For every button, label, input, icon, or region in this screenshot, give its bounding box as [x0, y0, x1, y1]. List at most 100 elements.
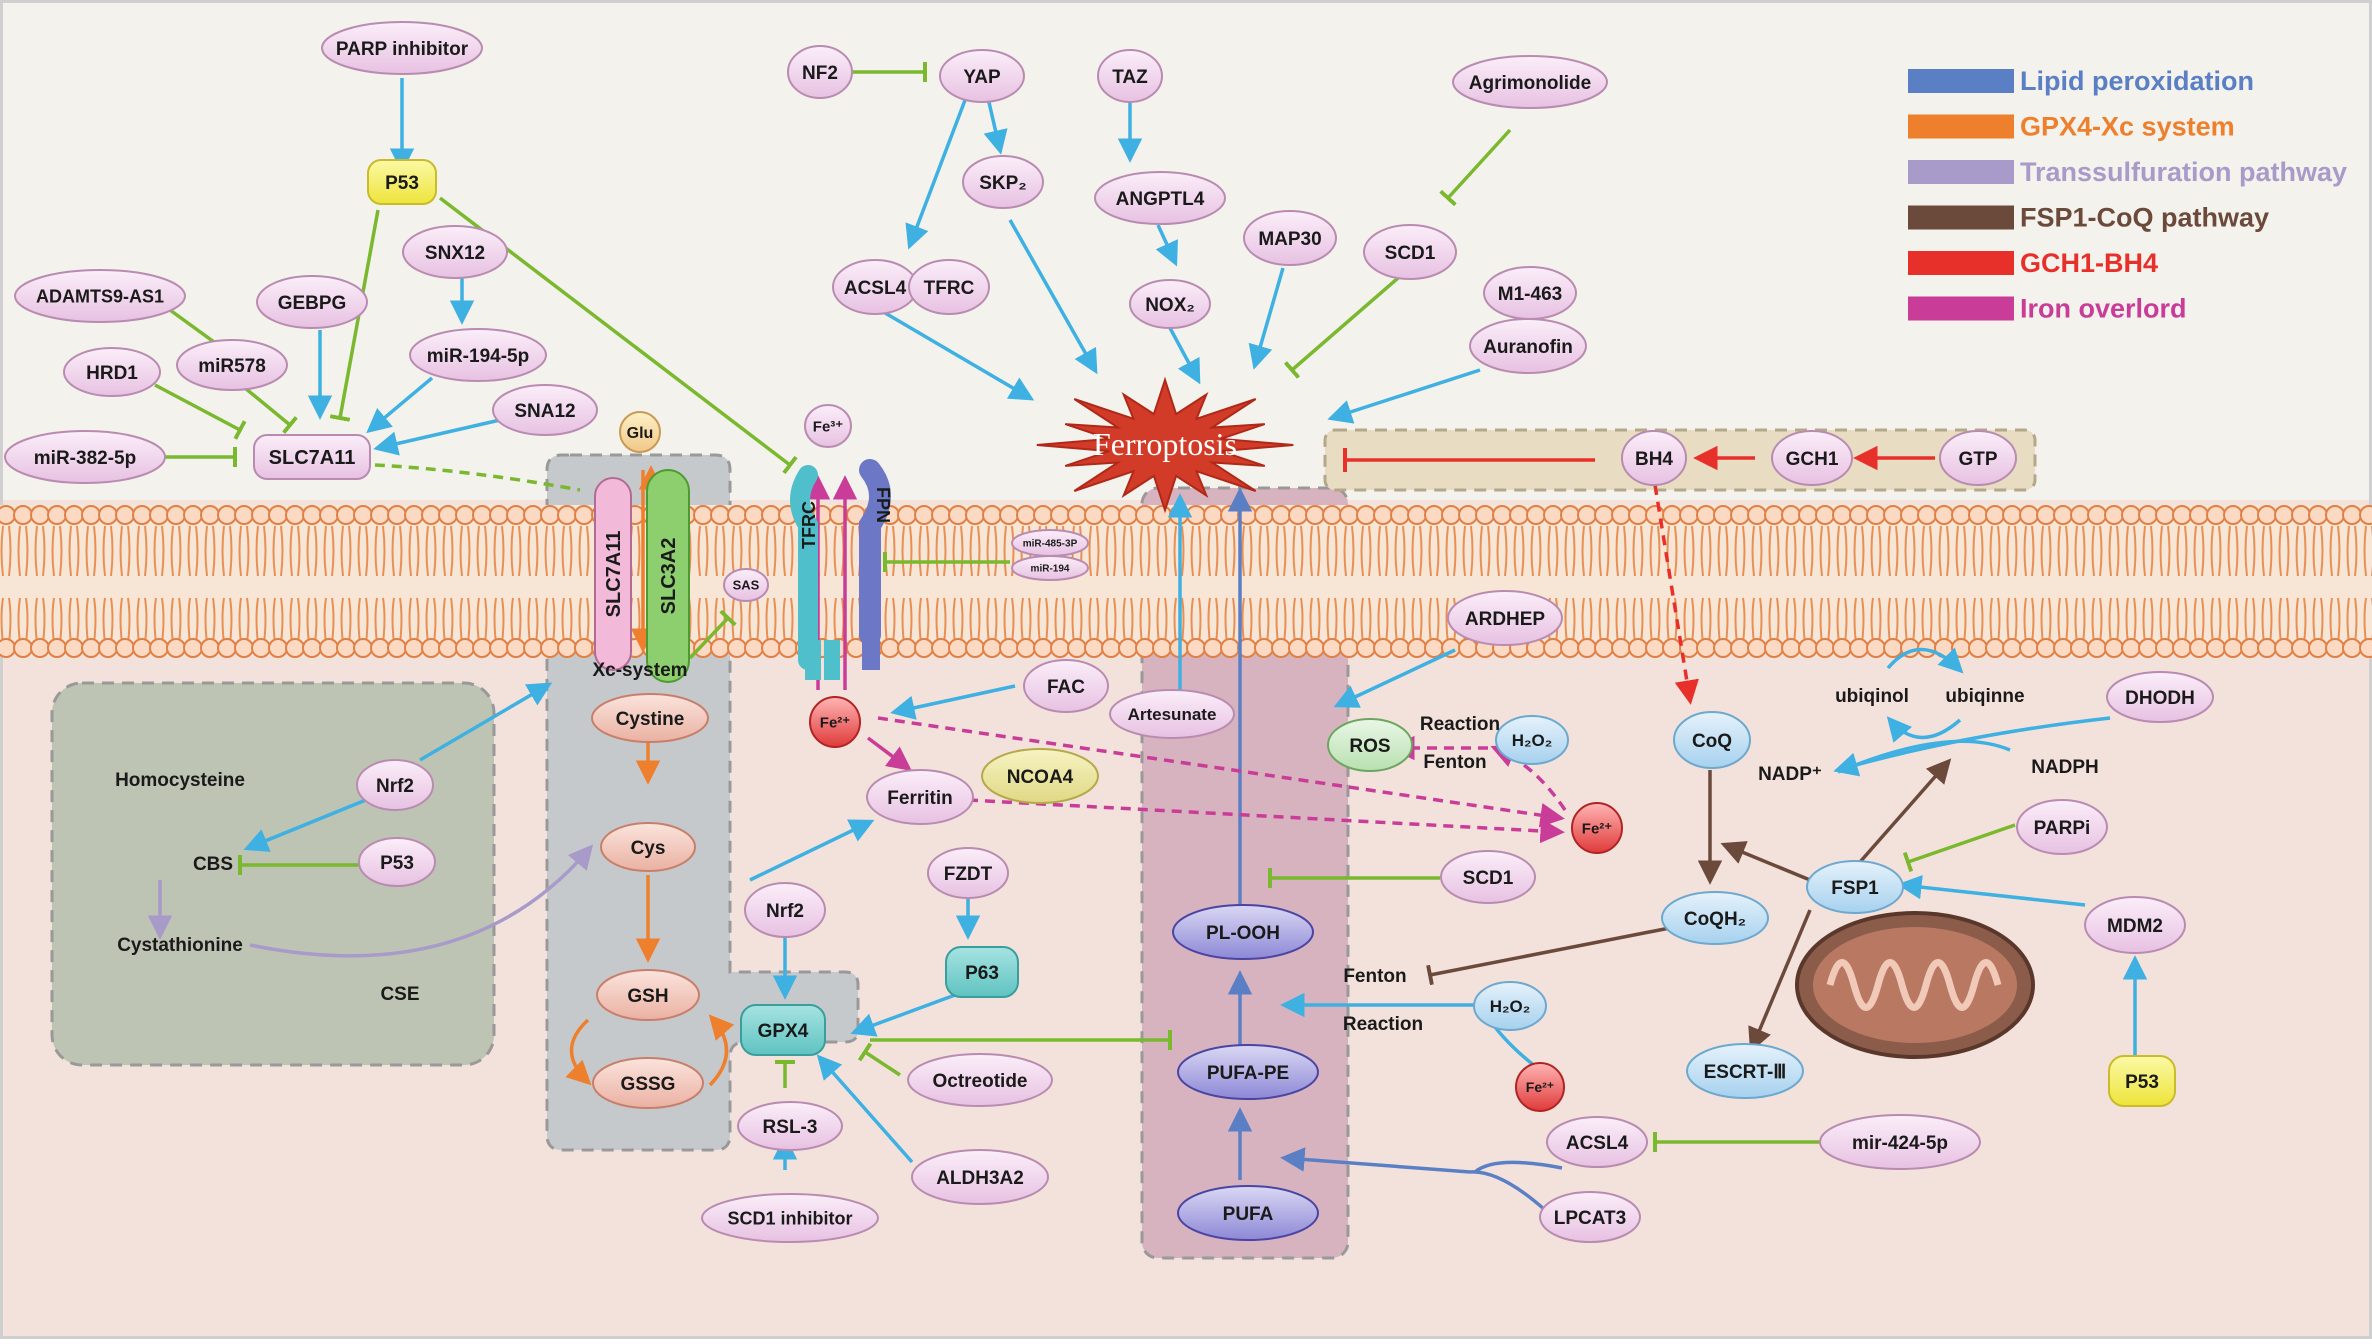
node-label: Artesunate: [1128, 705, 1217, 724]
node-label: RSL-3: [763, 1117, 818, 1138]
node-label: PARPi: [2034, 818, 2091, 839]
node-scd1-inhibitor: SCD1 inhibitor: [701, 1193, 879, 1243]
node-label: M1-463: [1498, 284, 1562, 305]
legend-item: GPX4-Xc system: [1908, 112, 2235, 142]
nadph-arc: [1837, 739, 2011, 774]
legend-label: Lipid peroxidation: [2020, 66, 2254, 96]
node-mir194-5p: miR-194-5p: [409, 328, 547, 382]
node-label: Ferritin: [887, 788, 952, 809]
node-label: Agrimonolide: [1469, 73, 1591, 94]
svg-text:FPN: FPN: [873, 487, 893, 523]
node-label: SCD1 inhibitor: [728, 1208, 853, 1228]
node-gssg: GSSG: [592, 1057, 704, 1109]
node-label: P53: [385, 173, 419, 194]
ubiqinne-to-ubiqinol: [1886, 716, 1962, 743]
node-ferritin: Ferritin: [866, 769, 974, 825]
label-nadph: NADPH: [2031, 757, 2099, 778]
label-cystathionine: Cystathionine: [117, 935, 243, 956]
sna12-to-slc7a11: [373, 418, 501, 456]
node-label: PUFA: [1223, 1204, 1274, 1225]
node-label: miR578: [198, 356, 266, 377]
node-snx12: SNX12: [402, 225, 508, 279]
node-label: GCH1: [1786, 449, 1839, 470]
legend-swatch: [1908, 114, 2014, 139]
node-nrf2-left: Nrf2: [356, 759, 434, 811]
node-label: PUFA-PE: [1207, 1063, 1289, 1084]
node-p53-right: P53: [2108, 1055, 2176, 1107]
node-label: SLC7A11: [269, 447, 356, 469]
label-fenton-top: Fenton: [1423, 752, 1486, 773]
node-label: H₂O₂: [1490, 997, 1531, 1016]
node-taz: TAZ: [1097, 49, 1163, 103]
node-label: GPX4: [758, 1021, 809, 1042]
node-fac: FAC: [1023, 659, 1109, 713]
label-reaction-top: Reaction: [1420, 714, 1500, 735]
node-h2o2-low: H₂O₂: [1473, 981, 1547, 1031]
node-label: CoQH₂: [1684, 909, 1746, 930]
fe2-to-fe2-mid: [877, 716, 1565, 828]
coqh2-inhibits-lipox: [1426, 923, 1686, 986]
node-label: TFRC: [924, 278, 975, 299]
node-parpi: PARPi: [2016, 799, 2108, 855]
ardhep-to-ros: [1333, 648, 1456, 708]
nrf2-to-xc: [419, 682, 553, 762]
node-pl-ooh: PL-OOH: [1172, 904, 1314, 960]
node-slc7a11-top: SLC7A11: [253, 434, 371, 480]
node-label: ACSL4: [1566, 1133, 1629, 1154]
node-label: SAS: [733, 578, 760, 593]
parpi-inhibits-fsp1: [1902, 823, 2016, 873]
svg-text:SLC7A11: SLC7A11: [603, 531, 625, 618]
node-label: LPCAT3: [1554, 1208, 1626, 1229]
tfrc-receptor: TFRC: [790, 465, 840, 680]
node-acsl4-low: ACSL4: [1546, 1116, 1648, 1168]
node-label: CoQ: [1692, 731, 1732, 752]
node-label: Fe²⁺: [820, 714, 851, 731]
node-label: NCOA4: [1007, 767, 1074, 788]
node-pufa: PUFA: [1177, 1185, 1319, 1241]
node-label: HRD1: [86, 363, 138, 384]
node-h2o2-top: H₂O₂: [1495, 715, 1569, 765]
node-nox2: NOX₂: [1129, 279, 1211, 329]
map30-to-ferroptosis: [1248, 267, 1285, 370]
free-labels: Xc-systemHomocysteineCBSCystathionineCSE…: [115, 660, 2099, 1035]
fac-to-fe2: [890, 684, 1016, 720]
legend-swatch: [1908, 69, 2014, 93]
node-ncoa4: NCOA4: [981, 748, 1099, 804]
node-agrimonolide: Agrimonolide: [1452, 55, 1608, 109]
node-label: Fe²⁺: [1526, 1079, 1554, 1095]
gsh-to-gssg: [565, 1018, 592, 1086]
node-label: ESCRT-Ⅲ: [1704, 1062, 1787, 1083]
node-label: PARP inhibitor: [336, 39, 469, 60]
scd1-inhibits-ferroptosis: [1283, 270, 1407, 379]
yap-to-tfrc: [905, 94, 969, 250]
gssg-to-gsh: [708, 1014, 735, 1087]
node-mir382: miR-382-5p: [4, 430, 166, 484]
acsl4-lpcat3-to-pufa: [1280, 1147, 1471, 1174]
node-label: SCD1: [1385, 243, 1436, 264]
node-label: GTP: [1958, 449, 1997, 470]
node-label: Glu: [627, 425, 654, 442]
node-gsh: GSH: [596, 969, 700, 1021]
node-label: ALDH3A2: [936, 1168, 1024, 1189]
label-homocysteine: Homocysteine: [115, 770, 245, 791]
label-ubiqinol: ubiqinol: [1835, 686, 1909, 707]
octreotide-inhibits-gpx4: [857, 1042, 901, 1077]
node-label: mir-424-5p: [1852, 1133, 1948, 1154]
node-label: YAP: [963, 67, 1001, 88]
node-cys: Cys: [600, 822, 696, 872]
node-label: GEBPG: [278, 293, 347, 314]
label-xc-system: Xc-system: [592, 660, 687, 681]
nrf2-to-ferritin: [749, 819, 875, 882]
node-label: Nrf2: [376, 776, 414, 797]
node-gch1: GCH1: [1771, 430, 1853, 486]
node-label: SNX12: [425, 243, 485, 264]
node-label: MAP30: [1258, 229, 1321, 250]
node-label: SNA12: [514, 401, 575, 422]
label-reaction-low: Reaction: [1343, 1014, 1423, 1035]
legend-label: GPX4-Xc system: [2020, 112, 2235, 142]
node-label: Nrf2: [766, 901, 804, 922]
label-fenton-low: Fenton: [1343, 966, 1406, 987]
mir194-to-slc7a11: [366, 376, 434, 434]
